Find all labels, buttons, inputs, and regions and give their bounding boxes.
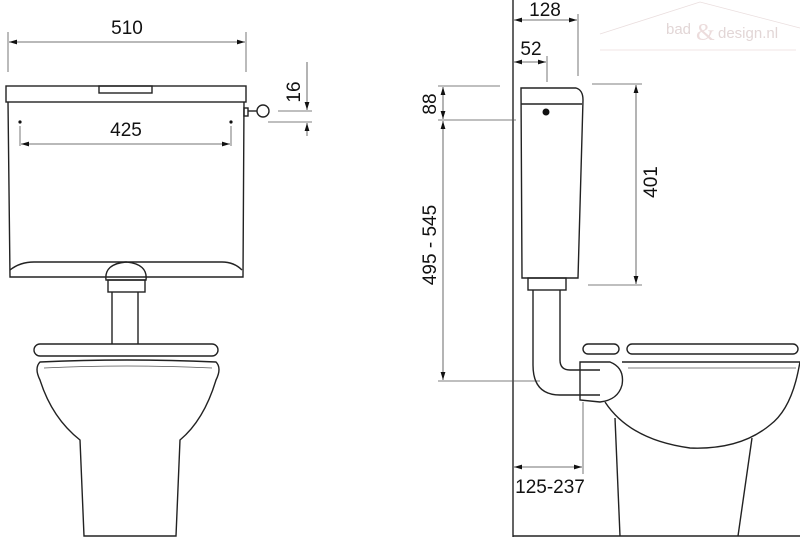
dimension-tank-401: 401	[588, 83, 662, 286]
dimension-label-425: 425	[110, 120, 142, 141]
dimension-label-128: 128	[529, 0, 561, 21]
dimension-mount-height: 495 - 545	[420, 121, 540, 382]
watermark-logo: bad & design.nl	[599, 1, 800, 51]
dimension-label-88: 88	[420, 93, 441, 114]
lever-stem	[243, 107, 249, 117]
dimension-label-495-545: 495 - 545	[420, 205, 441, 285]
dimension-label-52: 52	[520, 39, 541, 60]
dimension-hole-spacing-425: 425	[19, 120, 232, 147]
side-view: 128 52 88 495 - 545	[420, 0, 800, 537]
flush-pipe-front	[105, 261, 147, 344]
dimension-lid-88: 88	[420, 85, 516, 121]
front-view: 510 425 16	[5, 18, 312, 537]
lever-side	[542, 108, 550, 116]
toilet-bowl-front	[36, 359, 220, 537]
dimension-depth-52: 52	[514, 39, 548, 82]
flush-button	[98, 85, 153, 94]
seat-hinge-side	[582, 343, 620, 355]
cistern-side	[520, 87, 584, 279]
lever-knob	[256, 104, 270, 118]
dimension-label-401: 401	[641, 166, 662, 198]
toilet-bowl-side	[604, 361, 800, 449]
dimension-label-125-237: 125-237	[515, 477, 585, 498]
dimension-width-510: 510	[7, 18, 247, 72]
cistern-front	[5, 85, 270, 278]
watermark-text-bad: bad	[666, 21, 691, 38]
toilet-seat-side	[626, 343, 799, 355]
toilet-seat-front	[33, 343, 219, 357]
watermark-text-design: design.nl	[718, 25, 778, 42]
dimension-depth-128: 128	[514, 0, 579, 76]
dimension-lever-16: 16	[268, 62, 312, 136]
dimension-label-510: 510	[111, 18, 143, 39]
watermark-ampersand: &	[696, 20, 715, 46]
flush-pipe-side	[527, 277, 624, 403]
dimension-label-16: 16	[284, 81, 305, 102]
dimension-wall-distance: 125-237	[514, 402, 585, 498]
